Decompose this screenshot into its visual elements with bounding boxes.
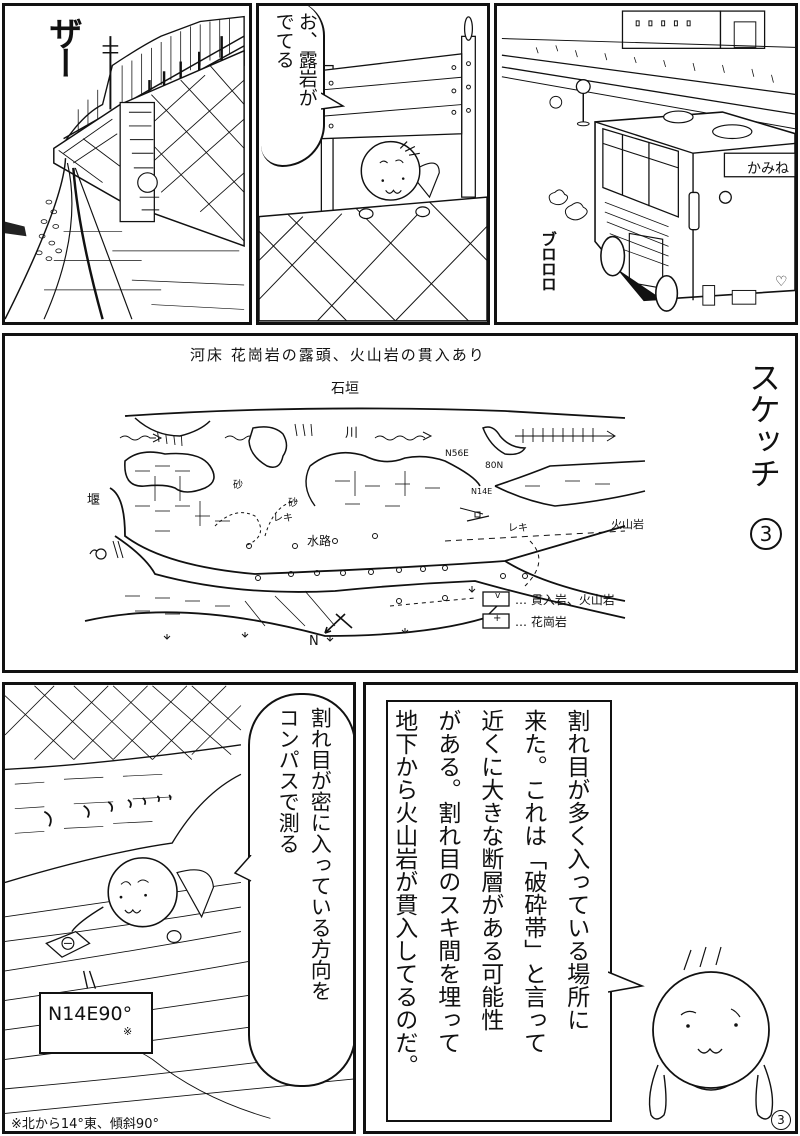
narration-col-3: 近くに大きな断層がある可能性 <box>476 709 503 1031</box>
speech-col-1: 割れ目が密に入っている方向を <box>308 707 333 1001</box>
panel-1-river-scene: ザー <box>2 3 252 325</box>
compass-reading-box <box>39 992 153 1054</box>
label-sand-2: 砂 <box>288 498 298 509</box>
north-label: N <box>309 634 319 649</box>
narration-col-5: 地下から火山岩が貫入してるのだ。 <box>390 709 417 1077</box>
label-stone-wall: 石垣 <box>331 381 359 397</box>
heart-icon: ♡ <box>775 274 788 290</box>
bus-destination-sign: かみね <box>747 161 789 177</box>
speech-bubble-tall <box>248 693 353 1087</box>
narration-tail <box>608 971 645 993</box>
label-weir: 堰 <box>87 493 101 508</box>
footnote: ※北から14°東、傾斜90° <box>11 1117 159 1132</box>
sfx-engine-sound: ブロロロ <box>538 231 557 291</box>
narration-col-1: 割れ目が多く入っている場所に <box>562 709 589 1031</box>
label-volcanic-rock: 火山岩 <box>611 518 644 531</box>
legend-symbol-volcanic: v <box>495 591 501 601</box>
label-waterway: 水路 <box>307 534 332 548</box>
speech-bubble-tail <box>233 855 252 882</box>
label-gravel-1: レキ <box>273 513 293 524</box>
sketch-number-badge: 3 <box>750 518 782 550</box>
page-number-badge: 3 <box>771 1110 791 1130</box>
fence-and-character-illustration <box>259 16 487 322</box>
speech-col-2: コンパスで測る <box>276 707 301 854</box>
dip-label-80n: 80N <box>485 461 504 471</box>
legend-symbol-granite: + <box>493 613 502 624</box>
panel-2-outcrop-discovery: お、露岩が でてる <box>256 3 490 325</box>
label-river: 川 <box>345 426 359 441</box>
strike-label-n56e: N56E <box>445 449 469 459</box>
speech-line-2: でてる <box>272 12 295 69</box>
river-landscape-illustration <box>5 15 245 320</box>
page-number: 3 <box>777 1113 785 1127</box>
legend-label-granite: … 花崗岩 <box>515 615 567 629</box>
sketch-number: 3 <box>759 522 773 546</box>
speech-bubble-tail <box>321 92 346 110</box>
sketch-title: 河床 花崗岩の露頭、火山岩の貫入あり <box>190 346 486 364</box>
bus-roadside-illustration <box>501 10 795 312</box>
sfx-rain-sound: ザー <box>42 16 83 76</box>
strike-label-n14e: N14E <box>471 487 493 496</box>
panel-5-fracture-zone-explanation: 割れ目が多く入っている場所に 来た。これは「破砕帯」と言って 近くに大きな断層が… <box>363 682 798 1134</box>
narration-box <box>386 700 612 1122</box>
character-illustration <box>648 946 774 1120</box>
geologic-sketch-map <box>84 407 646 642</box>
narration-col-4: がある。割れ目のスキ間を埋って <box>433 709 460 1054</box>
compass-reading: N14E90° <box>48 1003 133 1025</box>
legend-label-volcanic: … 貫入岩、火山岩 <box>515 593 615 607</box>
narration-col-2: 来た。これは「破砕帯」と言って <box>519 709 546 1054</box>
speech-line-1: お、露岩が <box>295 12 318 107</box>
panel-4-compass-measurement: N14E90° ※ 割れ目が密に入っている方向を コンパスで測る ※北から14°… <box>2 682 356 1134</box>
label-gravel-2: レキ <box>508 523 528 534</box>
panel-sketch-map: 河床 花崗岩の露頭、火山岩の貫入あり 石垣 <box>2 333 798 673</box>
sketch-side-title: スケッチ <box>744 361 782 489</box>
panel-3-bus-departing: かみね ブロロロ ♡ <box>494 3 798 325</box>
speech-bubble <box>261 6 325 167</box>
label-sand-1: 砂 <box>233 480 243 491</box>
compass-note-mark: ※ <box>123 1025 133 1038</box>
